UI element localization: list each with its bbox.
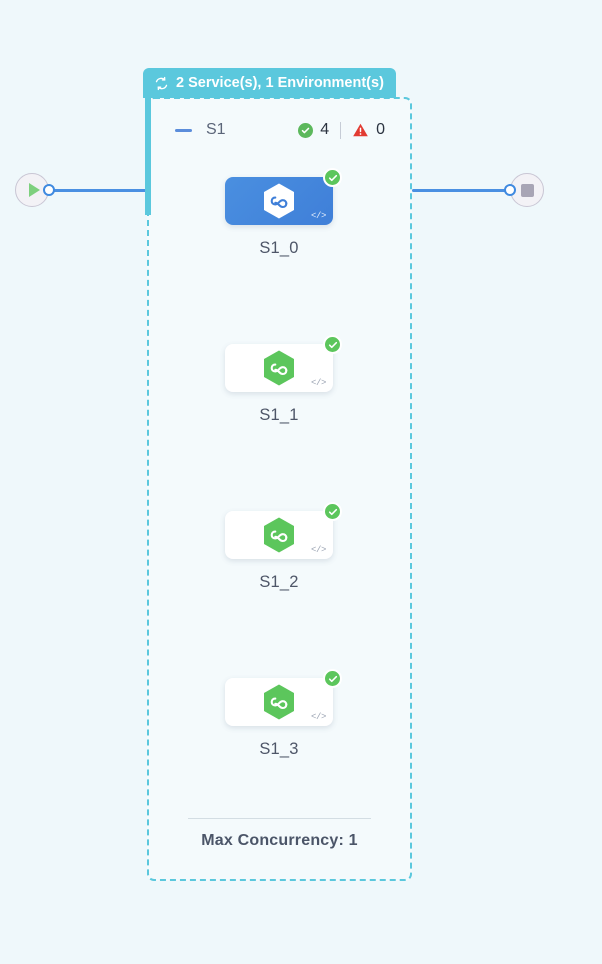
group-status-cluster: 4 0: [298, 121, 385, 139]
node-card[interactable]: </>: [225, 502, 342, 559]
stop-square-icon: [520, 183, 534, 197]
code-brackets-icon[interactable]: </>: [310, 545, 326, 555]
check-circle-icon: [298, 122, 314, 138]
group-summary-tab[interactable]: 2 Service(s), 1 Environment(s): [143, 68, 396, 98]
warning-count: 0: [376, 121, 385, 138]
hexagon-infinity-icon: [262, 683, 296, 721]
max-concurrency-label: Max Concurrency: 1: [201, 832, 358, 849]
node-s1-3[interactable]: </> S1_3: [225, 669, 342, 759]
node-label: S1_0: [259, 239, 299, 257]
node-label: S1_2: [259, 573, 299, 591]
check-circle-badge-icon: [323, 669, 342, 688]
node-card[interactable]: </>: [225, 335, 342, 392]
group-name-label: S1: [206, 121, 226, 138]
edge-start-to-group: [48, 189, 148, 192]
node-card[interactable]: </>: [225, 669, 342, 726]
group-footer-divider: [188, 818, 371, 819]
success-count: 4: [320, 121, 330, 138]
check-circle-badge-icon: [323, 168, 342, 187]
hexagon-infinity-icon: [262, 182, 296, 220]
edge-group-to-end: [412, 189, 514, 192]
play-icon: [28, 183, 40, 197]
group-header-row: S1 4 0: [175, 118, 385, 142]
node-s1-0[interactable]: </> S1_0: [225, 168, 342, 258]
code-brackets-icon[interactable]: </>: [310, 712, 326, 722]
sync-refresh-icon: [154, 76, 169, 91]
node-s1-2[interactable]: </> S1_2: [225, 502, 342, 592]
check-circle-badge-icon: [323, 335, 342, 354]
warning-triangle-icon: [352, 122, 369, 138]
service-group-container[interactable]: [147, 97, 412, 881]
code-brackets-icon[interactable]: </>: [310, 378, 326, 388]
collapse-dash-icon[interactable]: [175, 128, 192, 132]
hexagon-infinity-icon: [262, 516, 296, 554]
node-s1-1[interactable]: </> S1_1: [225, 335, 342, 425]
group-tab-label: 2 Service(s), 1 Environment(s): [176, 75, 384, 91]
end-node-target-handle[interactable]: [504, 184, 516, 196]
start-node-source-handle[interactable]: [43, 184, 55, 196]
node-label: S1_1: [259, 406, 299, 424]
node-label: S1_3: [259, 740, 299, 758]
group-left-accent-bar: [145, 95, 151, 215]
check-circle-badge-icon: [323, 502, 342, 521]
hexagon-infinity-icon: [262, 349, 296, 387]
code-brackets-icon[interactable]: </>: [310, 211, 326, 221]
status-divider: [340, 121, 342, 139]
node-card[interactable]: </>: [225, 168, 342, 225]
